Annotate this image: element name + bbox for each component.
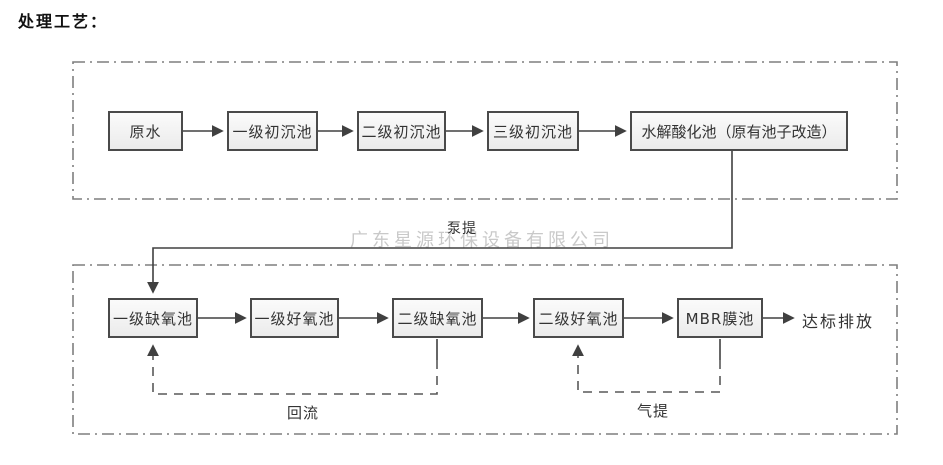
node-primary-settling-3: 三级初沉池: [487, 111, 579, 151]
page-title: 处理工艺：: [18, 12, 109, 31]
reflux-label: 回流: [287, 404, 320, 422]
air-lift-line: [572, 344, 721, 393]
node-hydrolysis-acidification: 水解酸化池（原有池子改造）: [630, 111, 848, 151]
node-primary-settling-2: 二级初沉池: [357, 111, 446, 151]
discharge-standard-label: 达标排放: [802, 312, 875, 331]
node-aerobic-2: 二级好氧池: [533, 298, 624, 338]
air-lift-label: 气提: [637, 402, 670, 420]
pump-lift-label: 泵提: [447, 221, 477, 237]
node-anoxic-1: 一级缺氧池: [108, 298, 198, 338]
node-raw-water: 原水: [108, 111, 183, 151]
node-primary-settling-1: 一级初沉池: [227, 111, 318, 151]
node-anoxic-2: 二级缺氧池: [392, 298, 483, 338]
pump-lift-line: [147, 151, 733, 294]
node-mbr-membrane: MBR膜池: [677, 298, 763, 338]
node-aerobic-1: 一级好氧池: [250, 298, 339, 338]
reflux-line: [147, 344, 438, 395]
upper-stage-container: [72, 61, 898, 200]
watermark: 广东星源环保设备有限公司: [350, 230, 614, 251]
lower-stage-container: [72, 264, 898, 435]
